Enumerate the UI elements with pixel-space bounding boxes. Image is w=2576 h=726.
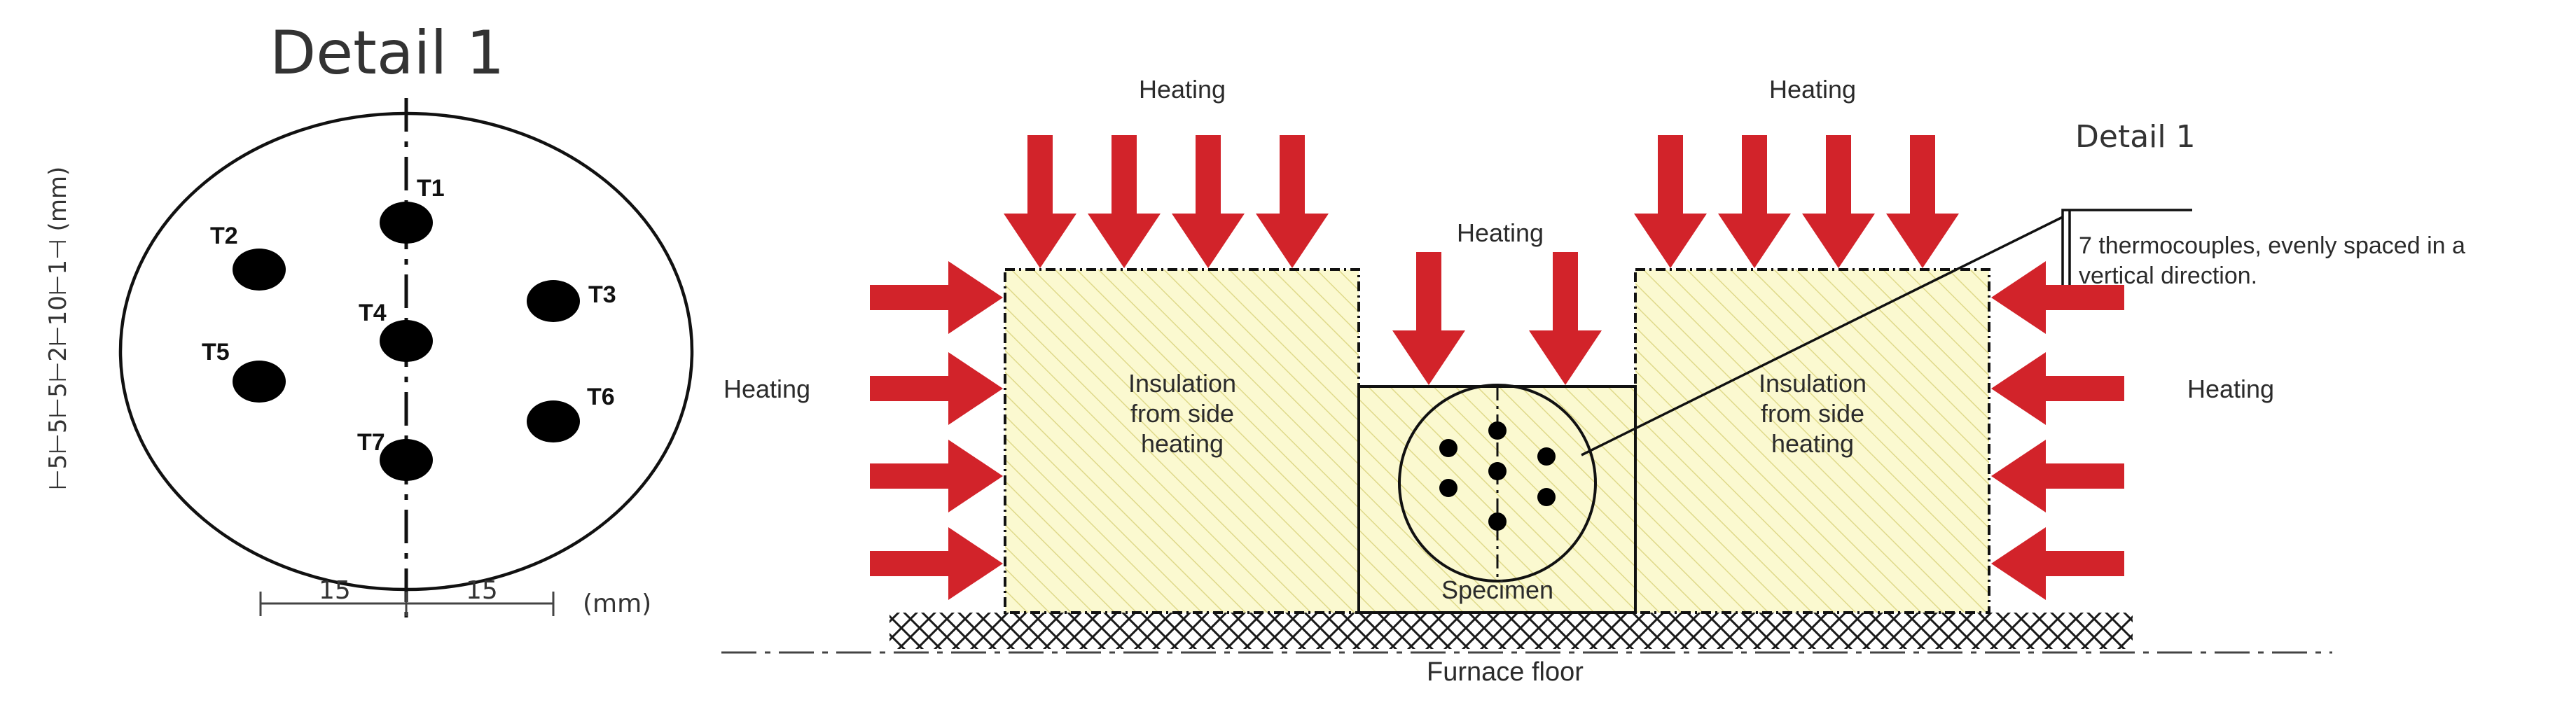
callout-text-line-1: 7 thermocouples, evenly spaced in a: [2079, 232, 2465, 259]
specimen-thermocouples: [1439, 421, 1556, 531]
heating-arrow-right-2: [1991, 352, 2124, 425]
insulation-right-label-2: from side: [1761, 399, 1864, 428]
heating-label-top-left: Heating: [1139, 75, 1226, 104]
callout-text-line-2: vertical direction.: [2079, 263, 2257, 289]
heating-arrow-middle-1: [1392, 252, 1465, 385]
thermocouple-t3: [527, 280, 580, 322]
heating-arrow-top-right-2: [1718, 135, 1791, 268]
thermocouple-t2: [233, 249, 286, 291]
heating-arrow-left-2: [870, 352, 1003, 425]
thermocouple-t7: [380, 439, 433, 481]
thermocouple-labels: T1 T2 T3 T4 T5 T6 T7: [202, 175, 616, 456]
furnace-floor-hatch: [889, 613, 2133, 649]
heating-arrow-left-4: [870, 527, 1003, 600]
thermocouple-t1: [380, 202, 433, 244]
specimen-tc-1: [1488, 421, 1507, 440]
heating-arrow-top-left-2: [1088, 135, 1161, 268]
specimen-tc-2: [1439, 439, 1457, 457]
heating-label-left: Heating: [723, 375, 810, 403]
heating-arrow-right-1: [1991, 261, 2124, 334]
heating-label-middle: Heating: [1457, 218, 1544, 247]
label-t6: T6: [587, 384, 615, 410]
heating-label-top-right: Heating: [1769, 75, 1856, 104]
callout-title: Detail 1: [2075, 119, 2196, 155]
label-t4: T4: [359, 300, 387, 326]
label-t5: T5: [202, 339, 230, 365]
insulation-left-label-1: Insulation: [1128, 369, 1236, 398]
label-t1: T1: [417, 175, 445, 202]
callout-leader: [1581, 216, 2063, 456]
heating-arrow-top-left-3: [1172, 135, 1245, 268]
label-t7: T7: [357, 429, 385, 456]
heating-label-right: Heating: [2187, 375, 2274, 403]
detail-title: Detail 1: [270, 18, 504, 88]
dimension-unit: (mm): [583, 589, 651, 618]
specimen-tc-4: [1488, 462, 1507, 480]
heating-arrow-right-3: [1991, 440, 2124, 512]
dimension-right: 15: [466, 576, 498, 605]
insulation-left-label-2: from side: [1130, 399, 1234, 428]
heating-arrow-top-right-3: [1802, 135, 1875, 268]
specimen-circle: [1398, 384, 1597, 582]
heating-arrows: [870, 135, 2124, 600]
dimension-left: 15: [319, 576, 351, 605]
horizontal-dimension: 15 15 (mm): [259, 576, 651, 618]
heating-arrow-left-3: [870, 440, 1003, 512]
specimen-tc-7: [1488, 512, 1507, 531]
label-t2: T2: [210, 223, 238, 249]
specimen-label: Specimen: [1441, 575, 1553, 604]
specimen-tc-3: [1537, 447, 1556, 466]
heating-arrow-top-left-1: [1004, 135, 1076, 268]
thermocouple-t5: [233, 361, 286, 403]
thermocouple-dots: [233, 202, 580, 481]
furnace-setup: Furnace floor Insulation from side heati…: [721, 75, 2465, 687]
insulation-right-label-3: heating: [1771, 429, 1854, 458]
heating-arrow-right-4: [1991, 527, 2124, 600]
label-t3: T3: [588, 281, 616, 308]
thermocouple-t4: [380, 320, 433, 362]
heating-arrow-middle-2: [1529, 252, 1602, 385]
thermocouple-t6: [527, 400, 580, 442]
insulation-left: [1004, 268, 1360, 614]
vertical-dimension-label: ⊢5⊢5⊢5⊢2⊢10⊢1⊣ (mm): [44, 167, 72, 490]
heating-arrow-top-right-4: [1886, 135, 1959, 268]
insulation-left-label-3: heating: [1141, 429, 1224, 458]
specimen-tc-5: [1439, 479, 1457, 497]
heating-arrow-top-right-1: [1634, 135, 1707, 268]
insulation-right-label-1: Insulation: [1759, 369, 1867, 398]
heating-arrow-left-1: [870, 261, 1003, 334]
furnace-floor-label: Furnace floor: [1427, 657, 1584, 687]
detail-view: Detail 1 T1 T2 T3 T4 T5 T6 T7 ⊢5⊢5⊢5⊢2⊢1…: [44, 18, 694, 627]
insulation-right: [1634, 268, 1990, 614]
specimen-tc-6: [1537, 488, 1556, 506]
heating-arrow-top-left-4: [1256, 135, 1329, 268]
